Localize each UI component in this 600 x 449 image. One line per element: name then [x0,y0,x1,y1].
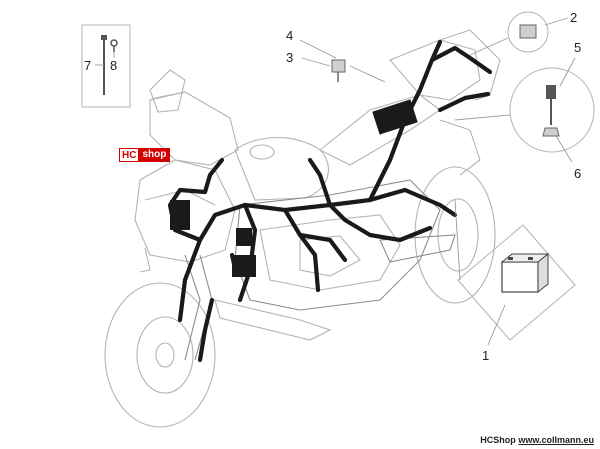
callout-7: 7 [84,58,91,73]
motorcycle-outline [104,29,501,428]
callout-2: 2 [570,10,577,25]
footer-brand: HCShop [480,435,516,445]
callout-4: 4 [286,28,293,43]
footer-site-link[interactable]: www.collmann.eu [518,435,594,445]
inset-connector [469,11,569,56]
callout-6: 6 [574,166,581,181]
battery-icon [500,252,550,294]
cable-tie-icon [101,35,107,95]
relay-detail [299,39,386,83]
relay-icon [331,59,346,82]
inset-fuse [454,57,595,163]
callout-5: 5 [574,40,581,55]
callout-8: 8 [110,58,117,73]
clamp-icon [110,39,118,52]
callout-3: 3 [286,50,293,65]
hc-shop-badge: HC shop [119,148,171,162]
inset-fasteners [81,24,131,108]
badge-suffix: shop [138,148,171,162]
footer-credit: HCShop www.collmann.eu [480,435,594,445]
fuse-icon [542,85,560,137]
badge-prefix: HC [119,148,139,162]
inset-battery [454,199,576,346]
callout-1: 1 [482,348,489,363]
wiring-harness [167,39,493,363]
